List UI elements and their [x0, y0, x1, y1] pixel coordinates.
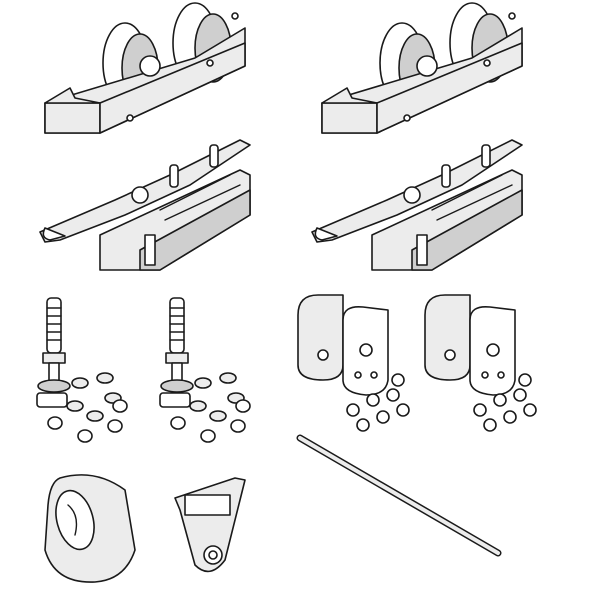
bolt-set-left — [36, 297, 128, 443]
bolt-set-right — [159, 297, 251, 443]
bracket-set-right — [424, 294, 537, 432]
trolley-right — [321, 2, 523, 134]
bracket-set-left — [297, 294, 410, 432]
guide — [174, 477, 246, 573]
rod — [296, 434, 502, 557]
clamp-left — [39, 139, 251, 271]
stopper — [44, 474, 136, 583]
trolley-left — [44, 2, 246, 134]
clamp-right — [311, 139, 523, 271]
